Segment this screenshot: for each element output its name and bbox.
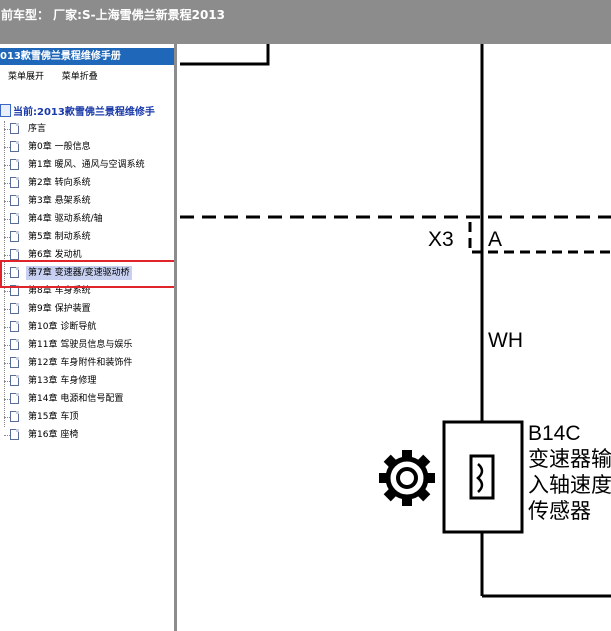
sensor-symbol-icon (469, 454, 495, 500)
tree-root[interactable]: 当前:2013款雪佛兰景程维修手 (0, 103, 155, 118)
pin-label: A (488, 228, 502, 251)
tree-item[interactable]: 第15章 车顶 (0, 409, 174, 427)
tree-item-label: 第10章 诊断导航 (28, 322, 97, 332)
tree-item-label: 第15章 车顶 (28, 412, 79, 422)
expand-menu-button[interactable]: 菜单展开 (8, 72, 45, 82)
tree-item[interactable]: 序言 (0, 121, 174, 139)
tree-item-label: 第14章 电源和信号配置 (28, 394, 124, 404)
book-icon (0, 104, 11, 117)
tree-branch-line (4, 381, 10, 382)
tree-branch-line (4, 345, 10, 346)
component-id: B14C (528, 422, 581, 445)
tree-item[interactable]: 第4章 驱动系统/轴 (0, 211, 174, 229)
tree-branch-line (4, 291, 10, 292)
tree-branch-line (4, 399, 10, 400)
window-title: 前车型： 厂家:S-上海雪佛兰新景程2013 (1, 8, 225, 22)
tree-item-label: 第3章 悬架系统 (28, 196, 91, 206)
document-icon (10, 411, 19, 422)
component-name-line-3: 传感器 (528, 500, 591, 523)
connector-label: X3 (428, 228, 454, 251)
document-icon (10, 339, 19, 350)
tree-item-label: 第13章 车身修理 (28, 376, 97, 386)
tree-item[interactable]: 第0章 一般信息 (0, 139, 174, 157)
tree-item[interactable]: 第13章 车身修理 (0, 373, 174, 391)
tree-item[interactable]: 第11章 驾驶员信息与娱乐 (0, 337, 174, 355)
tree-branch-line (4, 255, 10, 256)
tree-item[interactable]: 第2章 转向系统 (0, 175, 174, 193)
tree-branch-line (4, 327, 10, 328)
tree-item-label: 第2章 转向系统 (28, 178, 91, 188)
gear-icon (379, 450, 435, 506)
tree-item-label: 第7章 变速器/变速驱动桥 (26, 266, 132, 280)
manual-title: 013款雪佛兰景程维修手册 (0, 48, 174, 65)
tree-branch-line (4, 165, 10, 166)
tree-item-label: 第16章 座椅 (28, 430, 79, 440)
document-icon (10, 357, 19, 368)
tree-branch-line (4, 309, 10, 310)
tree-item-label: 第8章 车身系统 (28, 286, 91, 296)
tree-branch-line (4, 201, 10, 202)
manual-sidebar[interactable]: 013款雪佛兰景程维修手册 菜单展开 菜单折叠 当前:2013款雪佛兰景程维修手… (0, 44, 177, 631)
tree-item[interactable]: 第5章 制动系统 (0, 229, 174, 247)
tree-item[interactable]: 第1章 暖风、通风与空调系统 (0, 157, 174, 175)
tree-item-label: 第6章 发动机 (28, 250, 82, 260)
tree-item[interactable]: 第16章 座椅 (0, 427, 174, 445)
document-icon (10, 303, 19, 314)
document-icon (10, 267, 19, 278)
document-icon (10, 321, 19, 332)
connector-x3-outline (468, 222, 611, 254)
tree-branch-line (4, 129, 10, 130)
document-icon (10, 429, 19, 440)
highlight-annotation-box (0, 260, 174, 288)
tree-item[interactable]: 第10章 诊断导航 (0, 319, 174, 337)
tree-branch-line (4, 237, 10, 238)
collapse-menu-button[interactable]: 菜单折叠 (61, 72, 98, 82)
tree-branch-line (4, 273, 10, 274)
wire-color-label: WH (488, 329, 523, 352)
tree-branch-line (4, 183, 10, 184)
document-icon (10, 231, 19, 242)
tree-item[interactable]: 第6章 发动机 (0, 247, 174, 265)
document-icon (10, 141, 19, 152)
tree-item-label: 第9章 保护装置 (28, 304, 91, 314)
document-icon (10, 393, 19, 404)
document-icon (10, 375, 19, 386)
document-icon (10, 177, 19, 188)
tree-branch-line (4, 147, 10, 148)
tree-toolbar: 菜单展开 菜单折叠 (8, 69, 98, 82)
tree-connector-line (4, 121, 5, 427)
document-icon (10, 249, 19, 260)
tree-branch-line (4, 435, 10, 436)
document-icon (10, 195, 19, 206)
tree-item-label: 第4章 驱动系统/轴 (28, 214, 103, 224)
tree-item[interactable]: 第3章 悬架系统 (0, 193, 174, 211)
window-titlebar: 前车型： 厂家:S-上海雪佛兰新景程2013 (0, 0, 611, 44)
tree-item[interactable]: 第14章 电源和信号配置 (0, 391, 174, 409)
tree-branch-line (4, 219, 10, 220)
tree-item-label: 第11章 驾驶员信息与娱乐 (28, 340, 133, 350)
tree-item-label: 第5章 制动系统 (28, 232, 91, 242)
tree-item-label: 第0章 一般信息 (28, 142, 91, 152)
document-icon (10, 123, 19, 134)
tree-item[interactable]: 第9章 保护装置 (0, 301, 174, 319)
tree-branch-line (4, 417, 10, 418)
tree-root-label: 当前:2013款雪佛兰景程维修手 (13, 107, 155, 118)
document-icon (10, 159, 19, 170)
tree-item-label: 第12章 车身附件和装饰件 (28, 358, 133, 368)
tree-branch-line (4, 363, 10, 364)
wiring-diagram: X3 A WH B14C 变速器输 入轴速度 传感器 (180, 44, 611, 598)
component-name-line-1: 变速器输 (528, 448, 611, 471)
component-name-line-2: 入轴速度 (528, 474, 611, 497)
tree-item[interactable]: 第12章 车身附件和装饰件 (0, 355, 174, 373)
upper-component-box (180, 44, 270, 66)
chapter-tree: 序言第0章 一般信息第1章 暖风、通风与空调系统第2章 转向系统第3章 悬架系统… (0, 121, 174, 445)
sensor-coil-icon (476, 463, 484, 493)
tree-item[interactable]: 第7章 变速器/变速驱动桥 (0, 265, 174, 283)
tree-item-label: 序言 (28, 124, 47, 134)
tree-item-label: 第1章 暖风、通风与空调系统 (28, 160, 145, 170)
document-icon (10, 213, 19, 224)
